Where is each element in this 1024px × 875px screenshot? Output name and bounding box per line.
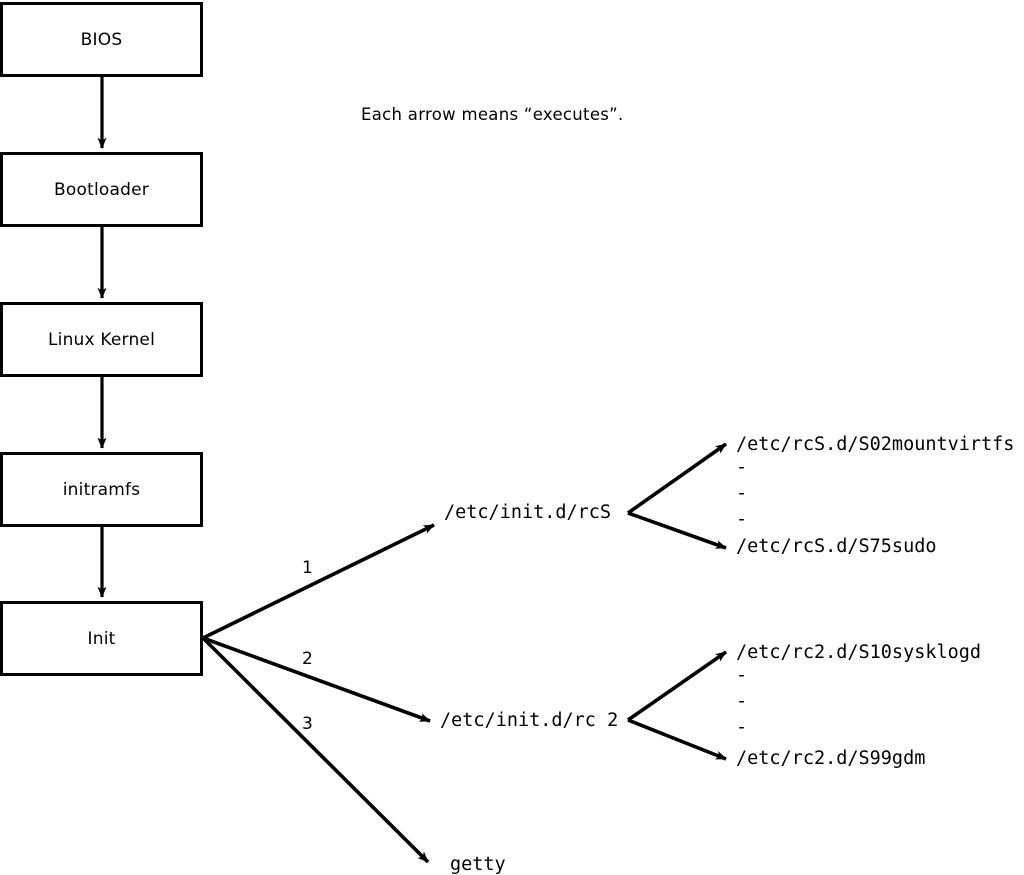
arrow-init-to-getty	[201, 636, 430, 864]
rcs-ellipsis-dash-3: -	[736, 509, 748, 530]
arrow-rcs-to-last-script	[627, 511, 727, 550]
node-rc2-first-script[interactable]: /etc/rc2.d/S10sysklogd	[736, 642, 982, 663]
node-init-label: Init	[87, 628, 116, 649]
rcs-ellipsis-dash-2: -	[736, 483, 748, 504]
node-etc-init-d-rcs[interactable]: /etc/init.d/rcS	[444, 502, 612, 523]
node-rcs-first-script[interactable]: /etc/rcS.d/S02mountvirtfs	[736, 434, 1015, 455]
edge-label-3: 3	[302, 714, 313, 734]
node-bootloader[interactable]: Bootloader	[0, 152, 203, 227]
arrow-rcs-to-first-script	[626, 442, 728, 515]
arrow-rc2-to-first-script	[626, 650, 728, 722]
node-etc-init-d-rc-2[interactable]: /etc/init.d/rc 2	[440, 710, 619, 731]
node-bootloader-label: Bootloader	[54, 179, 149, 200]
node-bios[interactable]: BIOS	[0, 2, 203, 77]
edge-label-1: 1	[302, 558, 313, 578]
rc2-ellipsis-dash-1: -	[736, 665, 748, 686]
rcs-ellipsis-dash-1: -	[736, 457, 748, 478]
arrow-init-to-rc2	[202, 636, 431, 723]
node-linux-kernel[interactable]: Linux Kernel	[0, 302, 203, 377]
edge-label-2: 2	[302, 649, 313, 669]
node-linux-kernel-label: Linux Kernel	[47, 329, 155, 350]
node-getty[interactable]: getty	[450, 854, 506, 875]
node-init[interactable]: Init	[0, 601, 203, 676]
node-initramfs[interactable]: initramfs	[0, 452, 203, 527]
rc2-ellipsis: - - -	[736, 663, 747, 741]
node-rc2-last-script[interactable]: /etc/rc2.d/S99gdm	[736, 748, 926, 769]
arrow-rc2-to-last-script	[627, 718, 727, 761]
node-bios-label: BIOS	[80, 29, 123, 50]
rcs-ellipsis: - - -	[736, 455, 747, 533]
caption-text: Each arrow means “executes”.	[361, 105, 624, 124]
node-initramfs-label: initramfs	[62, 479, 141, 500]
node-rcs-last-script[interactable]: /etc/rcS.d/S75sudo	[736, 536, 937, 557]
rc2-ellipsis-dash-2: -	[736, 691, 748, 712]
arrow-init-to-rcs	[202, 523, 435, 640]
rc2-ellipsis-dash-3: -	[736, 717, 748, 738]
